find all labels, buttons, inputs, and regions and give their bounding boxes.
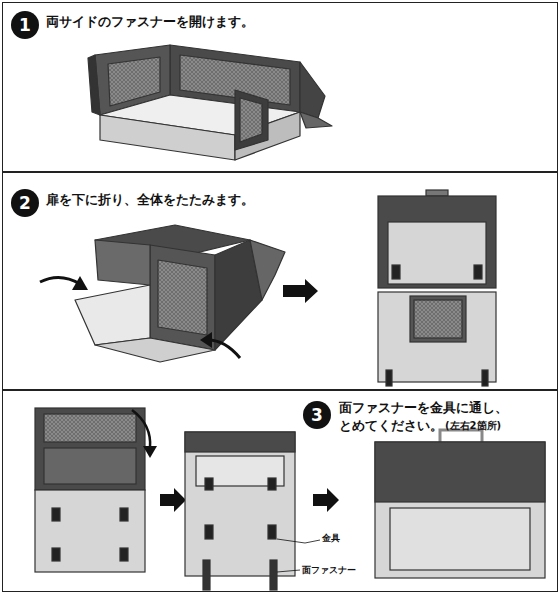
open-carrier bbox=[88, 45, 332, 160]
step-panel: 扉を下に折り、全体をたたみます。 2 bbox=[2, 172, 558, 390]
step-instruction: 扉を下に折り、全体をたたみます。 bbox=[46, 191, 346, 209]
callout-number: 1 bbox=[11, 11, 39, 39]
fold-stage-one bbox=[35, 408, 145, 572]
folding-carrier bbox=[75, 225, 285, 362]
step-instruction: (左右2箇所) bbox=[445, 417, 525, 435]
callout-text: 1 bbox=[19, 17, 31, 34]
step-panel: 面ファスナーを金具に通し、 とめてください。(左右2箇所)3 bbox=[2, 390, 558, 592]
motion-arrows bbox=[40, 277, 240, 358]
part-label: 面ファスナー bbox=[302, 564, 356, 577]
fold-arrow-head bbox=[143, 446, 157, 458]
step-instruction: 両サイドのファスナーを開けます。 bbox=[46, 13, 346, 31]
callout-text: 3 bbox=[311, 407, 323, 424]
fold-stage-three bbox=[375, 430, 545, 578]
callout-number: 3 bbox=[303, 401, 331, 429]
folded-carrier bbox=[378, 190, 496, 386]
fold-arrow bbox=[132, 410, 150, 448]
callout-number: 2 bbox=[11, 189, 39, 217]
fold-stage-two bbox=[185, 432, 295, 590]
part-label: 金具 bbox=[322, 532, 340, 545]
step-panel: 両サイドのファスナーを開けます。 1 bbox=[2, 2, 558, 172]
callout-text: 2 bbox=[19, 195, 31, 212]
